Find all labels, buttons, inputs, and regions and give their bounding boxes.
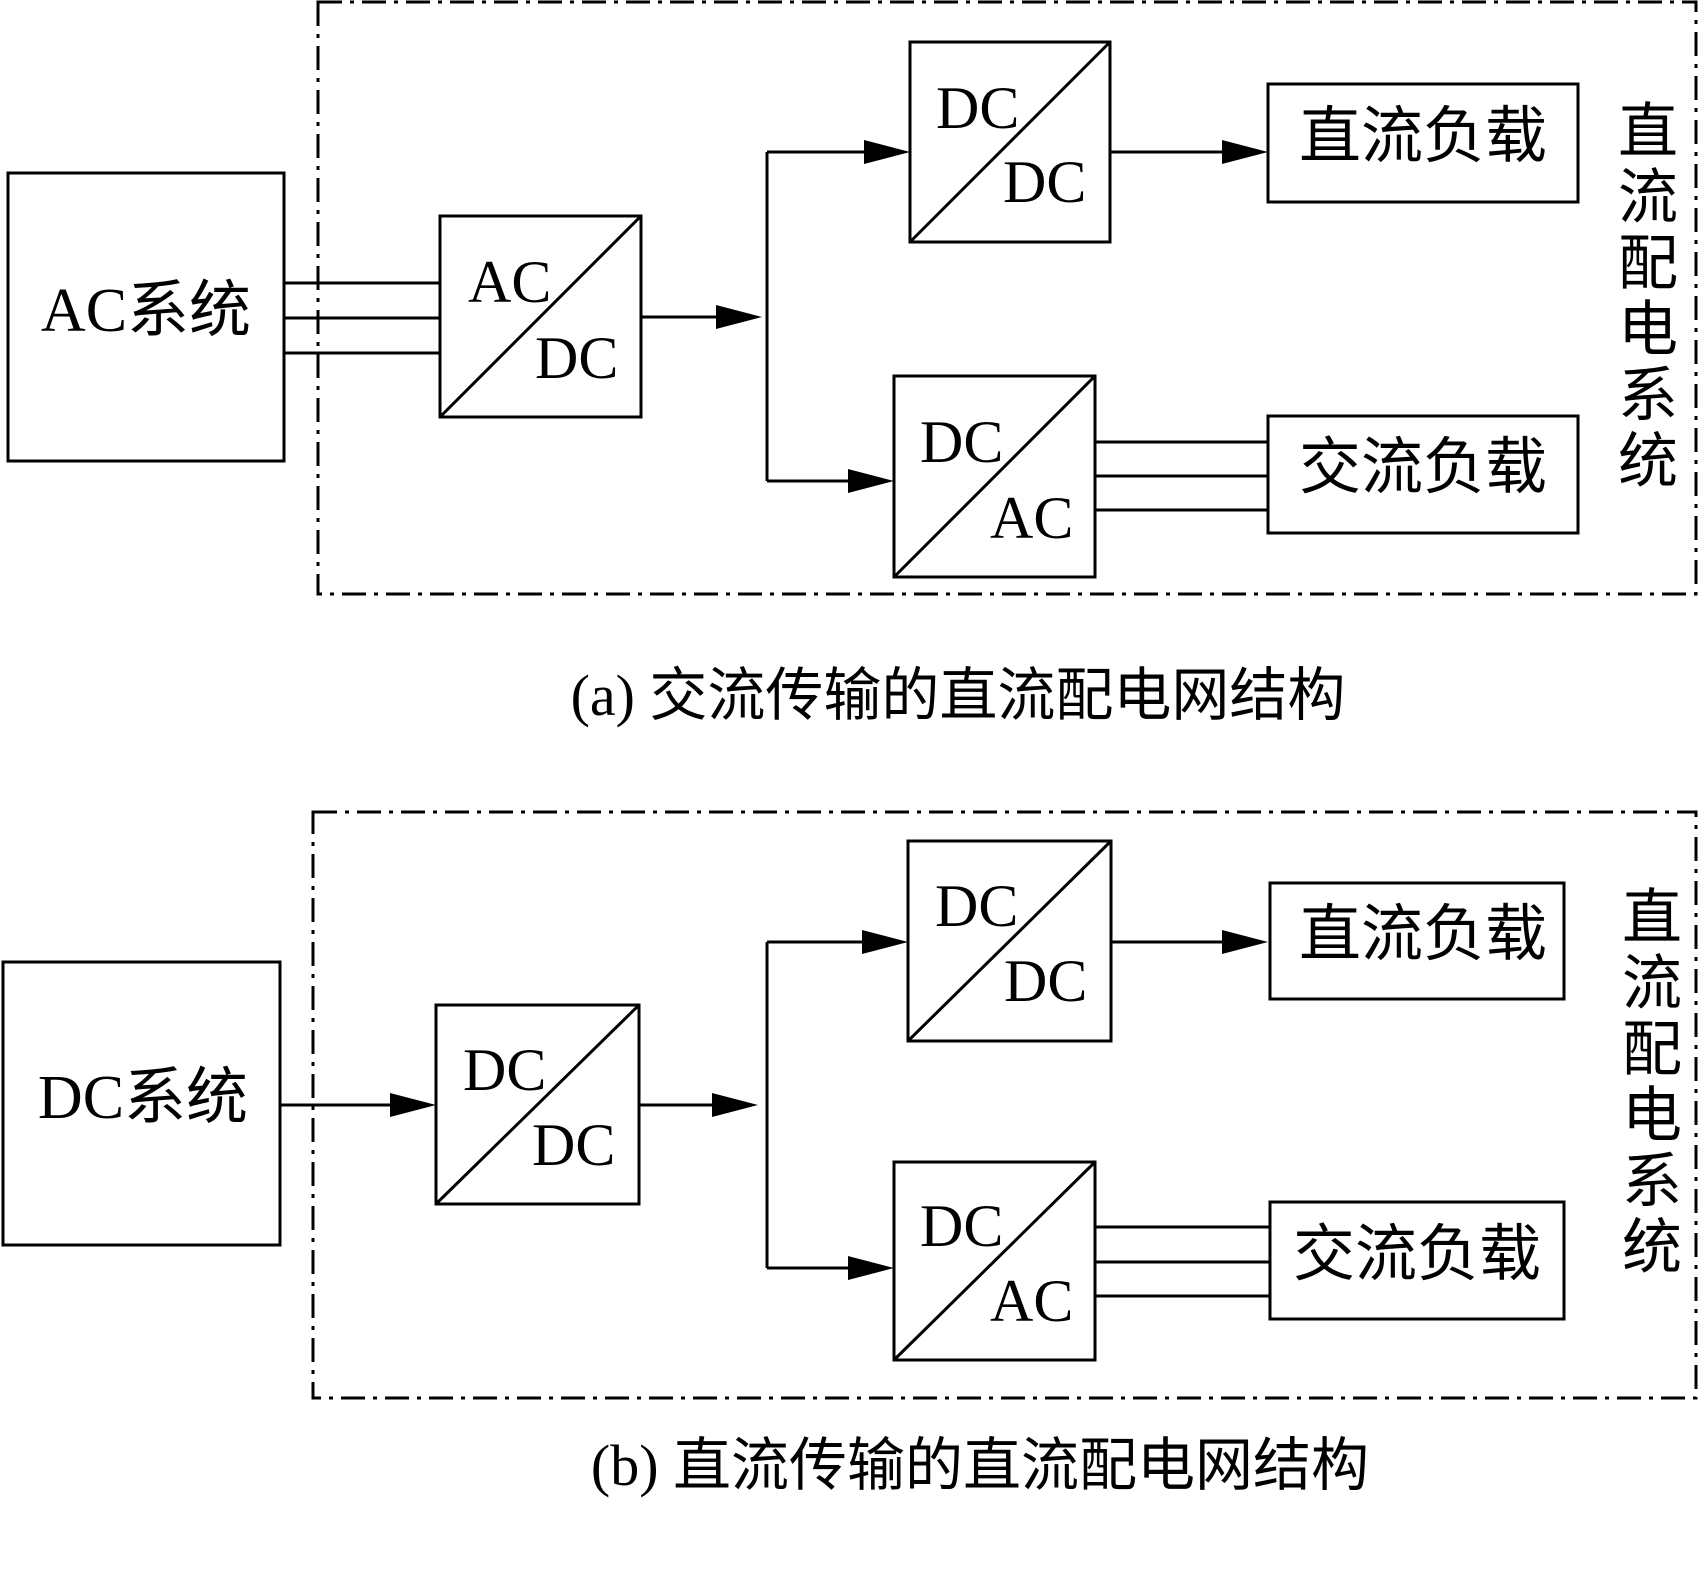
dc-load-box-b xyxy=(1268,881,1566,1001)
dc-distribution-boundary-a xyxy=(316,0,1698,596)
boundary-char: 系 xyxy=(1618,363,1678,429)
boundary-char: 电 xyxy=(1622,1083,1682,1149)
boundary-label-b: 直 流 配 电 系 统 xyxy=(1622,885,1682,1281)
boundary-char: 配 xyxy=(1622,1017,1682,1083)
main-output-arrow-b xyxy=(712,1093,758,1117)
boundary-char: 直 xyxy=(1622,885,1682,951)
boundary-char: 系 xyxy=(1622,1149,1682,1215)
bus-branch-bottom-arrow-b xyxy=(848,1256,894,1280)
dc-system-label: DC系统 xyxy=(38,1064,248,1132)
main-dc-dc-converter-top: DC xyxy=(463,1037,546,1103)
dc-dc-converter-top-a: DC xyxy=(936,75,1019,141)
boundary-char: 统 xyxy=(1618,429,1678,495)
ac-system-label: AC系统 xyxy=(41,277,251,345)
dc-load-arrow-a xyxy=(1222,140,1268,164)
ac-load-label-a: 交流负载 xyxy=(1299,434,1547,502)
caption-a: (a) 交流传输的直流配电网结构 xyxy=(571,663,1346,728)
dc-ac-converter-diagonal-a xyxy=(893,375,1096,578)
main-dc-dc-converter-bottom: DC xyxy=(532,1112,615,1178)
dc-dc-converter-bottom-a: DC xyxy=(1003,149,1086,215)
dc-dc-converter-top-b: DC xyxy=(935,873,1018,939)
boundary-char: 流 xyxy=(1622,951,1682,1017)
ac-dc-converter-diagonal xyxy=(439,215,642,418)
dc-dc-converter-diagonal-b xyxy=(907,840,1112,1042)
bus-branch-top-arrow-a xyxy=(864,140,910,164)
main-output-arrow-a xyxy=(716,305,762,329)
dc-load-label-a: 直流负载 xyxy=(1299,103,1547,171)
panel-a: AC系统 AC DC DC DC 直流负载 DC AC xyxy=(6,0,1698,728)
ac-load-box-b xyxy=(1268,1200,1566,1321)
ac-load-label-b: 交流负载 xyxy=(1293,1221,1541,1289)
boundary-char: 配 xyxy=(1618,231,1678,297)
dc-ac-converter-diagonal-b xyxy=(893,1161,1096,1361)
dc-ac-converter-top-a: DC xyxy=(920,409,1003,475)
ac-dc-converter-top: AC xyxy=(468,249,551,315)
main-dc-dc-converter-diagonal xyxy=(435,1004,640,1205)
bus-branch-top-arrow-b xyxy=(862,930,908,954)
dc-load-box-a xyxy=(1266,82,1580,204)
dc-load-arrow-b xyxy=(1222,930,1268,954)
dc-ac-converter-top-b: DC xyxy=(920,1193,1003,1259)
dc-distribution-boundary-b xyxy=(311,810,1698,1400)
dc-dc-converter-bottom-b: DC xyxy=(1004,948,1087,1014)
caption-b: (b) 直流传输的直流配电网结构 xyxy=(591,1433,1369,1498)
dc-load-label-b: 直流负载 xyxy=(1299,901,1547,969)
boundary-char: 电 xyxy=(1618,297,1678,363)
boundary-char: 流 xyxy=(1618,165,1678,231)
dc-system-box xyxy=(1,960,282,1247)
dc-ac-converter-bottom-a: AC xyxy=(990,485,1073,551)
ac-system-box xyxy=(6,171,286,463)
ac-load-box-a xyxy=(1266,414,1580,535)
ac-dc-converter-bottom: DC xyxy=(535,325,618,391)
panel-b: DC系统 DC DC DC DC 直流负载 DC AC xyxy=(1,810,1698,1498)
bus-branch-bottom-arrow-a xyxy=(848,469,894,493)
dc-dc-converter-diagonal-a xyxy=(909,41,1111,243)
dc-source-arrow xyxy=(390,1093,436,1117)
boundary-label-a: 直 流 配 电 系 统 xyxy=(1618,99,1678,495)
boundary-char: 直 xyxy=(1618,99,1678,165)
boundary-char: 统 xyxy=(1622,1215,1682,1281)
dc-ac-converter-bottom-b: AC xyxy=(990,1268,1073,1334)
